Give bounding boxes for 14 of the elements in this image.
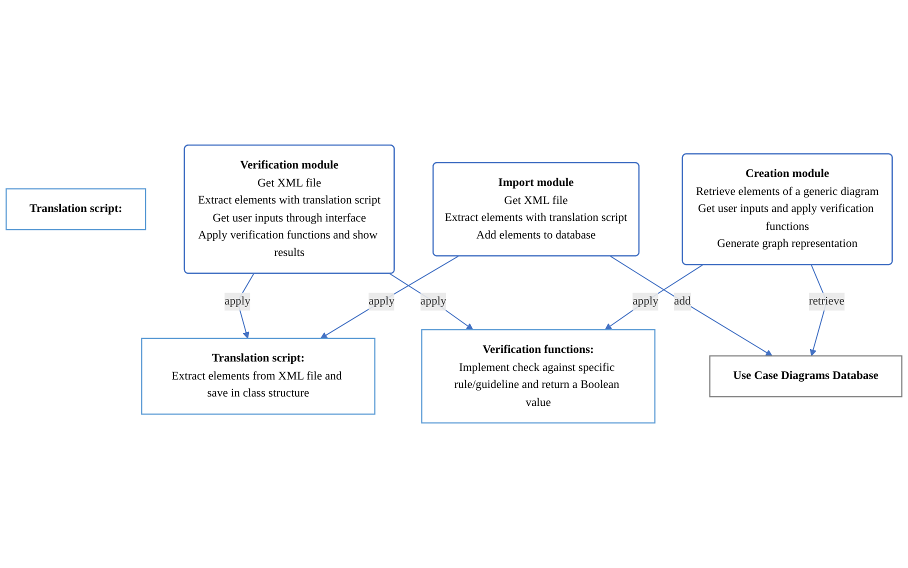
node-box: Verification functions: Implement check against specific rule/guideline and return a Boolean value (421, 329, 656, 424)
edge-label: retrieve (808, 295, 844, 308)
edge-label: add (674, 295, 691, 308)
arrow (390, 273, 474, 330)
edge-label: apply (224, 295, 250, 308)
edge-label: apply (632, 295, 658, 308)
node-box: Translation script: (6, 188, 146, 230)
arrow (610, 256, 772, 356)
node-box: Use Case Diagrams Database (709, 355, 902, 398)
arrow (320, 256, 459, 339)
arrow (604, 264, 703, 330)
edge-label: apply (368, 295, 395, 308)
edge-label: apply (420, 295, 446, 308)
node-box: Translation script: Extract elements from XML file and save in class structure (141, 338, 376, 415)
